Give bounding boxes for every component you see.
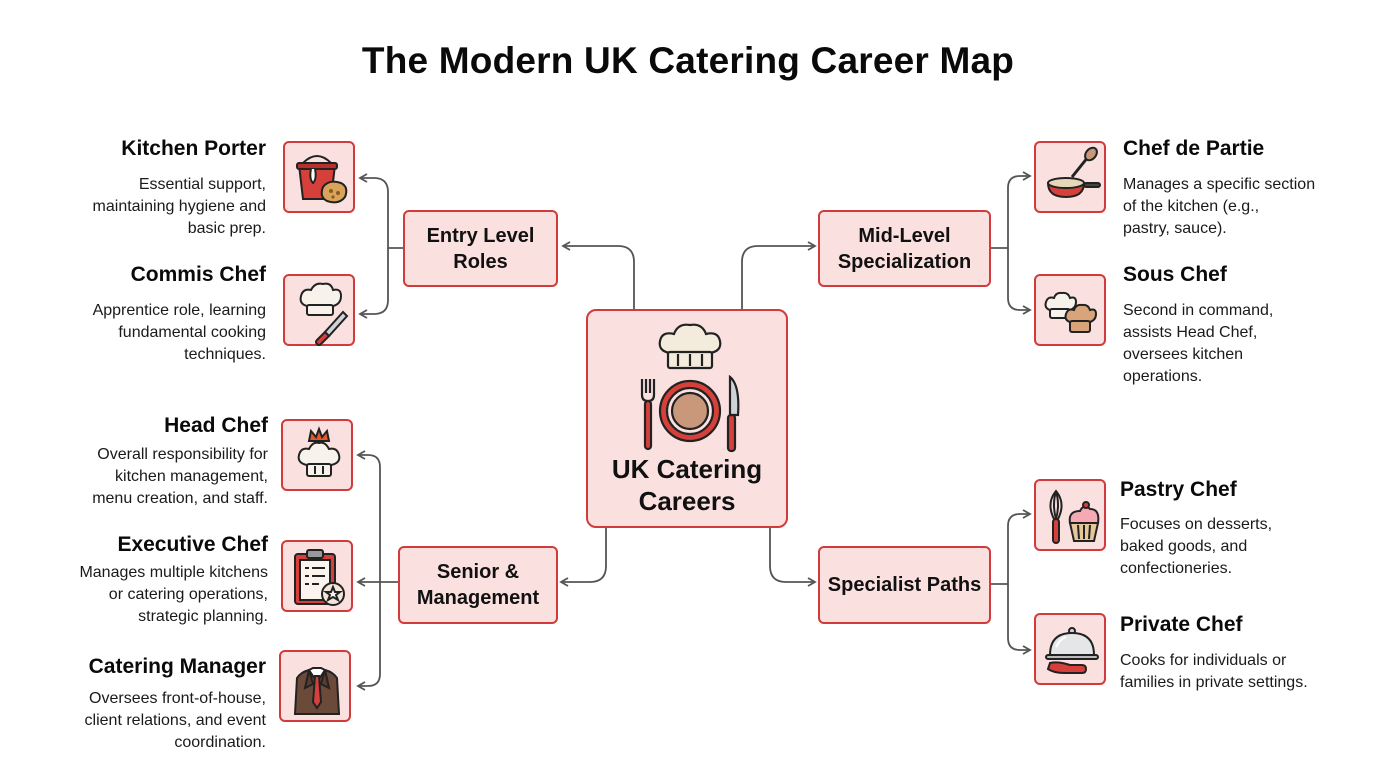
role-desc-executive-chef: Manages multiple kitchens or catering op… [79,564,268,625]
role-title-head-chef: Head Chef [164,414,268,437]
category-senior-management: Senior & Management [398,546,558,624]
role-title-private-chef: Private Chef [1120,613,1243,636]
role-icon-box-kitchen-porter [283,141,355,213]
chef-hat-knife-icon [299,282,349,346]
role-desc-commis-chef: Apprentice role, learning fundamental co… [92,302,266,363]
role-desc-kitchen-porter: Essential support, maintaining hygiene a… [92,176,266,237]
category-mid-level: Mid-Level Specialization [818,210,991,287]
crowned-chef-hat-icon [297,426,341,477]
role-desc-head-chef: Overall responsibility for kitchen manag… [92,446,268,507]
role-icon-box-executive-chef [281,540,353,612]
center-node: UK Catering Careers [586,309,788,528]
category-specialist-paths: Specialist Paths [818,546,991,624]
role-title-chef-de-partie: Chef de Partie [1123,137,1265,160]
cloche-hand-icon [1045,627,1099,674]
role-icon-box-pastry-chef [1034,479,1106,551]
role-title-sous-chef: Sous Chef [1123,263,1227,286]
two-chef-hats-icon [1044,291,1098,333]
role-icon-box-head-chef [281,419,353,491]
page-title: The Modern UK Catering Career Map [361,40,1015,81]
role-title-pastry-chef: Pastry Chef [1120,478,1237,501]
suit-tie-icon [293,667,341,715]
role-title-catering-manager: Catering Manager [88,655,266,678]
center-label: UK Catering Careers [611,454,763,516]
role-icon-box-private-chef [1034,613,1106,685]
role-icon-box-chef-de-partie [1034,141,1106,213]
role-icon-box-commis-chef [283,274,355,346]
role-title-executive-chef: Executive Chef [117,533,268,556]
role-title-kitchen-porter: Kitchen Porter [121,137,266,160]
role-title-commis-chef: Commis Chef [130,263,266,286]
category-entry-level: Entry Level Roles [403,210,558,287]
role-desc-chef-de-partie: Manages a specific section of the kitche… [1123,176,1316,237]
clipboard-star-icon [294,549,345,606]
role-icon-box-catering-manager [279,650,351,722]
bucket-sponge-icon [296,155,348,204]
chef-hat-plate-cutlery-icon [640,323,740,453]
role-icon-box-sous-chef [1034,274,1106,346]
role-desc-private-chef: Cooks for individuals or families in pri… [1120,652,1308,691]
role-desc-pastry-chef: Focuses on desserts, baked goods, and co… [1120,516,1273,577]
role-desc-catering-manager: Oversees front-of-house, client relation… [84,690,266,751]
role-desc-sous-chef: Second in command, assists Head Chef, ov… [1123,302,1274,385]
pan-spoon-icon [1046,146,1101,199]
whisk-cupcake-icon [1049,489,1100,544]
